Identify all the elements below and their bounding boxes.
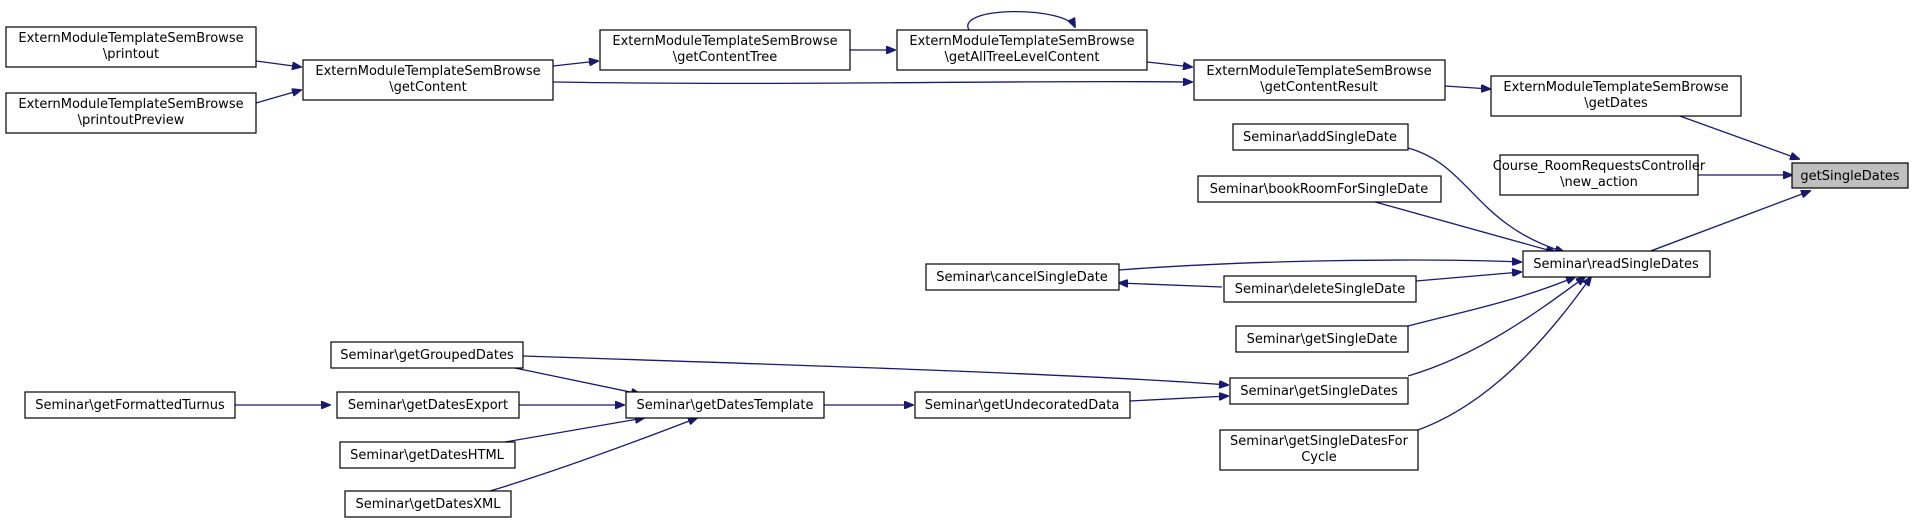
- node-emb-getcontentresult[interactable]: ExternModuleTemplateSemBrowse \getConten…: [1193, 59, 1446, 101]
- node-label: Seminar\cancelSingleDate: [936, 270, 1108, 285]
- edge-getgroupeddates-to-semgetsingledates: [522, 355, 1228, 385]
- node-label-line1: ExternModuleTemplateSemBrowse: [315, 64, 540, 79]
- edge-getalltreelevelcontent-self: [967, 10, 1075, 31]
- node-label-line2: \getContent: [389, 80, 466, 95]
- node-seminar-getsingledates[interactable]: Seminar\getSingleDates: [1229, 377, 1409, 405]
- node-label: Seminar\getUndecoratedData: [925, 398, 1120, 413]
- node-label: Seminar\getFormattedTurnus: [35, 398, 225, 413]
- edge-deletesingledate-to-readsingledates: [1415, 272, 1521, 282]
- node-label-line1: Course_RoomRequestsController: [1493, 159, 1706, 174]
- edge-getundecorateddata-to-semgetsingledates: [1129, 396, 1228, 402]
- edge-getgroupeddates-to-getdatestemplate: [514, 367, 640, 394]
- node-label-line1: ExternModuleTemplateSemBrowse: [18, 97, 243, 112]
- edge-printout-to-getcontent: [255, 60, 301, 67]
- node-getdatesexport[interactable]: Seminar\getDatesExport: [336, 391, 520, 419]
- nodes: getSingleDates ExternModuleTemplateSemBr…: [5, 26, 1909, 518]
- edge-getcontent-to-getcontenttree: [552, 61, 598, 67]
- node-course-new-action[interactable]: Course_RoomRequestsController \new_actio…: [1493, 154, 1706, 196]
- node-label-line1: ExternModuleTemplateSemBrowse: [909, 34, 1134, 49]
- node-label-line1: ExternModuleTemplateSemBrowse: [18, 31, 243, 46]
- edge-getdateshtml-to-getdatestemplate: [504, 418, 644, 443]
- node-label-line2: \getContentTree: [673, 50, 778, 65]
- node-getgroupeddates[interactable]: Seminar\getGroupedDates: [330, 341, 524, 369]
- node-label-line2: \printout: [103, 47, 159, 62]
- edge-getsingledate-to-readsingledates: [1407, 277, 1575, 327]
- edge-bookroom-to-readsingledates: [1367, 199, 1555, 252]
- node-label: getSingleDates: [1800, 169, 1899, 184]
- node-addsingledate[interactable]: Seminar\addSingleDate: [1232, 123, 1409, 151]
- node-label-line1: ExternModuleTemplateSemBrowse: [1206, 64, 1431, 79]
- node-label-line1: ExternModuleTemplateSemBrowse: [612, 34, 837, 49]
- edge-deletesingledate-to-cancelsingledate: [1119, 283, 1223, 288]
- node-label-line2: Cycle: [1301, 450, 1337, 465]
- node-getsingledates-root[interactable]: getSingleDates: [1791, 162, 1909, 189]
- node-getformattedturnus[interactable]: Seminar\getFormattedTurnus: [24, 391, 236, 419]
- node-emb-printout[interactable]: ExternModuleTemplateSemBrowse \printout: [5, 26, 257, 68]
- node-label: Seminar\getSingleDates: [1240, 384, 1398, 399]
- node-label-line1: Seminar\getSingleDatesFor: [1230, 434, 1409, 449]
- node-label-line1: ExternModuleTemplateSemBrowse: [1503, 80, 1728, 95]
- node-getsingledate[interactable]: Seminar\getSingleDate: [1235, 325, 1409, 353]
- edge-cancelsingledate-to-readsingledates: [1118, 260, 1521, 271]
- node-label: Seminar\getDatesTemplate: [637, 398, 814, 413]
- node-emb-printoutpreview[interactable]: ExternModuleTemplateSemBrowse \printoutP…: [5, 92, 257, 134]
- node-label: Seminar\getDatesHTML: [350, 448, 505, 463]
- node-getsingledatesforcycle[interactable]: Seminar\getSingleDatesFor Cycle: [1219, 429, 1419, 471]
- node-getdateshtml[interactable]: Seminar\getDatesHTML: [339, 441, 516, 469]
- node-getdatestemplate[interactable]: Seminar\getDatesTemplate: [625, 391, 825, 419]
- edge-semgetsingledates-to-readsingledates: [1407, 277, 1585, 377]
- node-label-line2: \getAllTreeLevelContent: [945, 50, 1100, 65]
- node-label: Seminar\getDatesXML: [355, 497, 501, 512]
- node-label: Seminar\bookRoomForSingleDate: [1210, 182, 1429, 197]
- node-emb-getalltreelevelcontent[interactable]: ExternModuleTemplateSemBrowse \getAllTre…: [896, 29, 1148, 71]
- node-cancelsingledate[interactable]: Seminar\cancelSingleDate: [925, 263, 1120, 291]
- node-emb-getcontenttree[interactable]: ExternModuleTemplateSemBrowse \getConten…: [599, 29, 851, 71]
- node-emb-getcontent[interactable]: ExternModuleTemplateSemBrowse \getConten…: [302, 59, 554, 101]
- node-deletesingledate[interactable]: Seminar\deleteSingleDate: [1223, 275, 1417, 303]
- edge-getalltreelevelcontent-to-getcontentresult: [1146, 61, 1192, 67]
- node-label: Seminar\deleteSingleDate: [1235, 282, 1405, 297]
- edge-getdates-to-getsingledates: [1676, 114, 1799, 159]
- node-getundecorateddata[interactable]: Seminar\getUndecoratedData: [914, 391, 1131, 419]
- node-label: Seminar\getDatesExport: [348, 398, 508, 413]
- node-getdatesxml[interactable]: Seminar\getDatesXML: [344, 490, 512, 518]
- node-readsingledates[interactable]: Seminar\readSingleDates: [1522, 250, 1711, 278]
- node-label-line2: \getContentResult: [1260, 80, 1378, 95]
- node-bookroomforsingledate[interactable]: Seminar\bookRoomForSingleDate: [1197, 175, 1442, 203]
- node-label-line2: \new_action: [1560, 175, 1638, 190]
- node-label: Seminar\addSingleDate: [1243, 130, 1397, 145]
- edge-getcontentresult-to-getdates: [1444, 86, 1490, 89]
- node-label: Seminar\getSingleDate: [1247, 332, 1398, 347]
- edge-getdatesxml-to-getdatestemplate: [489, 418, 697, 492]
- edges: [235, 10, 1810, 492]
- edge-addsingledate-to-readsingledates: [1407, 147, 1564, 252]
- edge-readsingledates-to-getsingledates: [1647, 191, 1810, 253]
- edge-getsingledatesforcycle-to-readsingledates: [1417, 277, 1591, 431]
- edge-getcontent-to-getcontentresult: [552, 82, 1192, 84]
- node-emb-getdates[interactable]: ExternModuleTemplateSemBrowse \getDates: [1490, 75, 1742, 117]
- edge-printoutpreview-to-getcontent: [255, 90, 301, 104]
- node-label: Seminar\getGroupedDates: [340, 348, 514, 363]
- node-label-line2: \printoutPreview: [78, 113, 185, 128]
- node-label: Seminar\readSingleDates: [1533, 257, 1699, 272]
- node-label-line2: \getDates: [1584, 96, 1648, 111]
